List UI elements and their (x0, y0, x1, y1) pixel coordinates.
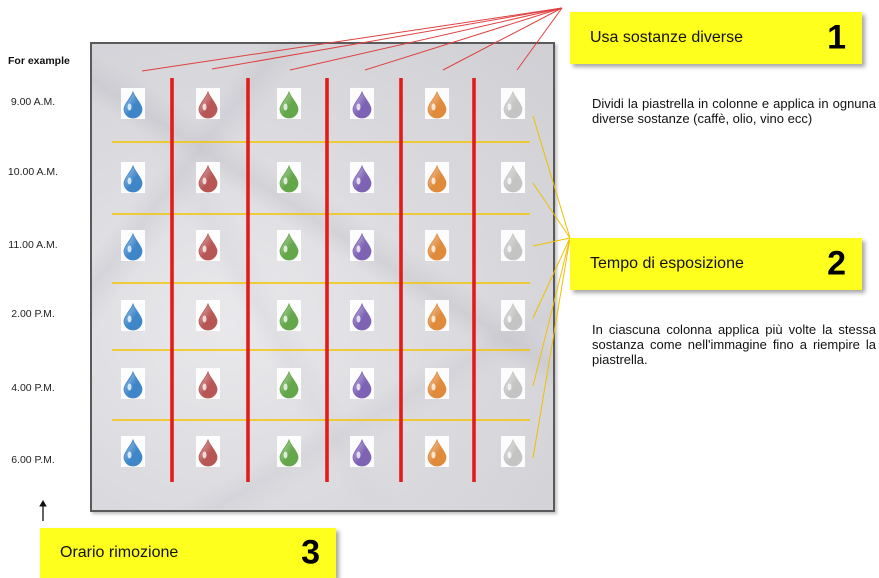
drop-icon (277, 162, 301, 193)
leader-lines (141, 7, 571, 459)
drop-icon (350, 88, 374, 119)
leader-line-substances (364, 7, 563, 71)
drop-icon (121, 162, 145, 193)
callout-exposure-text: Tempo di esposizione (590, 255, 744, 272)
drop-icon (277, 436, 301, 467)
drop-icon (501, 230, 525, 261)
drop-icon (121, 88, 145, 119)
drops-grid (121, 88, 525, 467)
callout-removal-text: Orario rimozione (60, 544, 179, 561)
callout-removal-number: 3 (301, 533, 320, 572)
drop-icon (425, 230, 449, 261)
callout-exposure-number: 2 (827, 244, 846, 283)
callout-removal-time: Orario rimozione 3 (40, 528, 336, 578)
drop-icon (425, 162, 449, 193)
leader-line-exposure (532, 237, 571, 387)
leader-line-substances (141, 7, 563, 72)
description-substances: Dividi la piastrella in colonne e applic… (592, 96, 876, 126)
drop-icon (277, 88, 301, 119)
time-label-4pm: 4.00 P.M. (11, 382, 55, 394)
drop-icon (121, 230, 145, 261)
callout-substances: Usa sostanze diverse 1 (570, 12, 862, 64)
time-label-10am: 10.00 A.M. (7, 166, 59, 178)
drop-icon (196, 230, 220, 261)
drop-icon (425, 436, 449, 467)
drop-icon (501, 368, 525, 399)
time-label-11am: 11.00 A.M. (8, 239, 58, 251)
leader-line-exposure (532, 237, 571, 247)
drop-icon (196, 162, 220, 193)
drop-icon (501, 436, 525, 467)
time-label-2pm: 2.00 P.M. (11, 308, 55, 320)
drop-icon (350, 368, 374, 399)
drop-icon (501, 88, 525, 119)
drop-icon (277, 368, 301, 399)
callout-exposure: Tempo di esposizione 2 (570, 238, 862, 290)
drop-icon (350, 230, 374, 261)
drop-icon (350, 300, 374, 331)
drop-icon (425, 300, 449, 331)
drop-icon (425, 368, 449, 399)
leader-line-exposure (532, 115, 571, 239)
drop-icon (196, 436, 220, 467)
leader-line-substances (211, 7, 563, 70)
time-label-6pm: 6.00 P.M. (11, 454, 55, 466)
drop-icon (196, 300, 220, 331)
leader-line-exposure (532, 237, 571, 319)
drop-icon (121, 368, 145, 399)
drop-icon (121, 436, 145, 467)
up-arrow-icon (39, 500, 47, 521)
drop-icon (277, 230, 301, 261)
drop-icon (350, 436, 374, 467)
column-dividers (170, 78, 476, 482)
callout-substances-text: Usa sostanze diverse (590, 29, 743, 46)
marble-tile (90, 42, 555, 512)
drop-icon (196, 368, 220, 399)
leader-line-exposure (532, 182, 571, 239)
for-example-label: For example (8, 55, 70, 67)
row-lines (112, 141, 530, 421)
description-exposure: In ciascuna colonna applica più volte la… (592, 322, 876, 367)
leader-line-substances (289, 7, 563, 71)
leader-line-substances (516, 7, 563, 71)
callout-substances-number: 1 (827, 18, 846, 57)
leader-line-exposure (532, 237, 571, 459)
drop-icon (121, 300, 145, 331)
drop-icon (196, 88, 220, 119)
time-label-9am: 9.00 A.M. (10, 96, 56, 108)
leader-line-substances (442, 7, 563, 71)
drop-icon (501, 300, 525, 331)
drop-icon (277, 300, 301, 331)
drop-icon (501, 162, 525, 193)
drop-icon (350, 162, 374, 193)
drop-icon (425, 88, 449, 119)
